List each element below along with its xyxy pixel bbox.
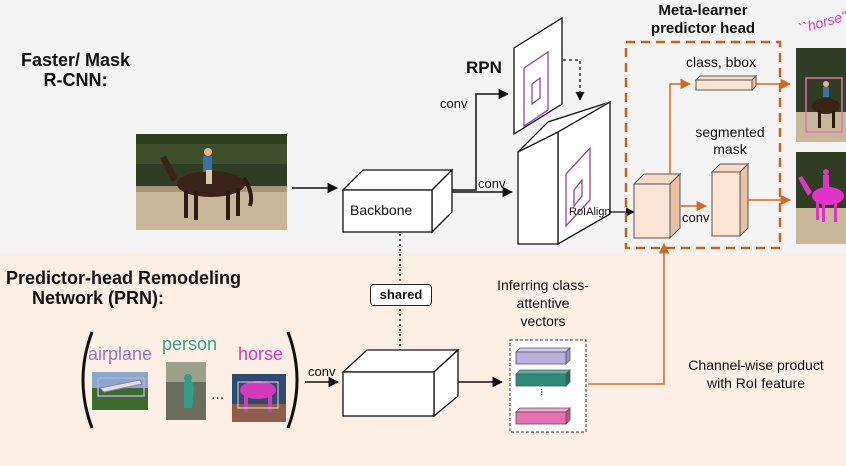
arrow-to-class-bbox [669, 78, 692, 174]
vector-airplane [515, 347, 571, 365]
prn-backbone-block [341, 348, 460, 418]
output-bbox-image [796, 48, 846, 142]
segmented-mask-line1: segmented [695, 124, 765, 140]
support-ellipsis: ... [211, 386, 225, 403]
arrow-vectors-to-roi [588, 242, 670, 385]
mask-feature-block [710, 162, 750, 238]
input-image [136, 134, 287, 230]
arrow-rpn-to-feature [563, 59, 585, 101]
class-label-horse: horse [238, 344, 284, 364]
faster-rcnn-title: Faster/ Mask R-CNN: [8, 50, 143, 90]
inferring-line1: Inferring class- [497, 277, 589, 293]
arrow-backbone-to-rpn [452, 88, 510, 191]
vector-horse [515, 407, 571, 425]
faster-rcnn-title-line2: R-CNN: [43, 70, 108, 90]
rpn-label: RPN [466, 58, 502, 77]
segmented-mask-label: segmented mask [692, 124, 768, 158]
roialign-label: RoIAlign [569, 206, 611, 218]
channel-product-label: Channel-wise product with RoI feature [676, 356, 836, 392]
shared-badge: shared [370, 284, 432, 306]
prn-title-line2: Network (PRN): [32, 288, 165, 308]
vector-person [515, 369, 571, 387]
meta-head-title: Meta-learner predictor head [626, 2, 780, 38]
channel-product-line1: Channel-wise product [688, 357, 824, 373]
input-image-drawing [136, 134, 287, 230]
feature-conv-label: conv [478, 176, 506, 191]
prn-conv-label: conv [308, 364, 336, 379]
rpn-plane [513, 16, 563, 136]
channel-product-line2: with RoI feature [706, 375, 806, 391]
segmented-mask-line2: mask [713, 141, 747, 157]
meta-head-title-line1: Meta-learner [658, 2, 748, 19]
left-bracket [81, 331, 94, 429]
vectors-ellipsis: ... [538, 388, 552, 396]
rpn-conv-label: conv [440, 96, 468, 111]
class-bbox-vector [694, 74, 758, 92]
inferring-line2: attentive [516, 295, 570, 311]
backbone-block [341, 168, 454, 234]
right-bracket [286, 331, 299, 429]
horse-support-image [232, 374, 286, 422]
meta-head-title-line2: predictor head [650, 20, 756, 37]
output-mask-image [796, 152, 846, 244]
feature-map-block [517, 100, 611, 246]
meta-head-box [624, 40, 782, 250]
class-label-person: person [162, 334, 218, 354]
prn-title-line1: Predictor-head Remodeling [6, 268, 242, 288]
class-label-airplane: airplane [88, 344, 153, 364]
backbone-label: Backbone [350, 202, 413, 218]
class-bbox-label: class, bbox [686, 54, 757, 70]
airplane-support-image [92, 372, 148, 410]
faster-rcnn-title-line1: Faster/ Mask [20, 50, 131, 70]
person-support-image [166, 362, 206, 420]
prn-title: Predictor-head Remodeling Network (PRN): [6, 268, 241, 308]
mask-conv-label: conv [682, 210, 710, 225]
inferring-label: Inferring class- attentive vectors [480, 276, 606, 330]
roi-feature-block [632, 172, 682, 240]
inferring-line3: vectors [520, 313, 566, 329]
